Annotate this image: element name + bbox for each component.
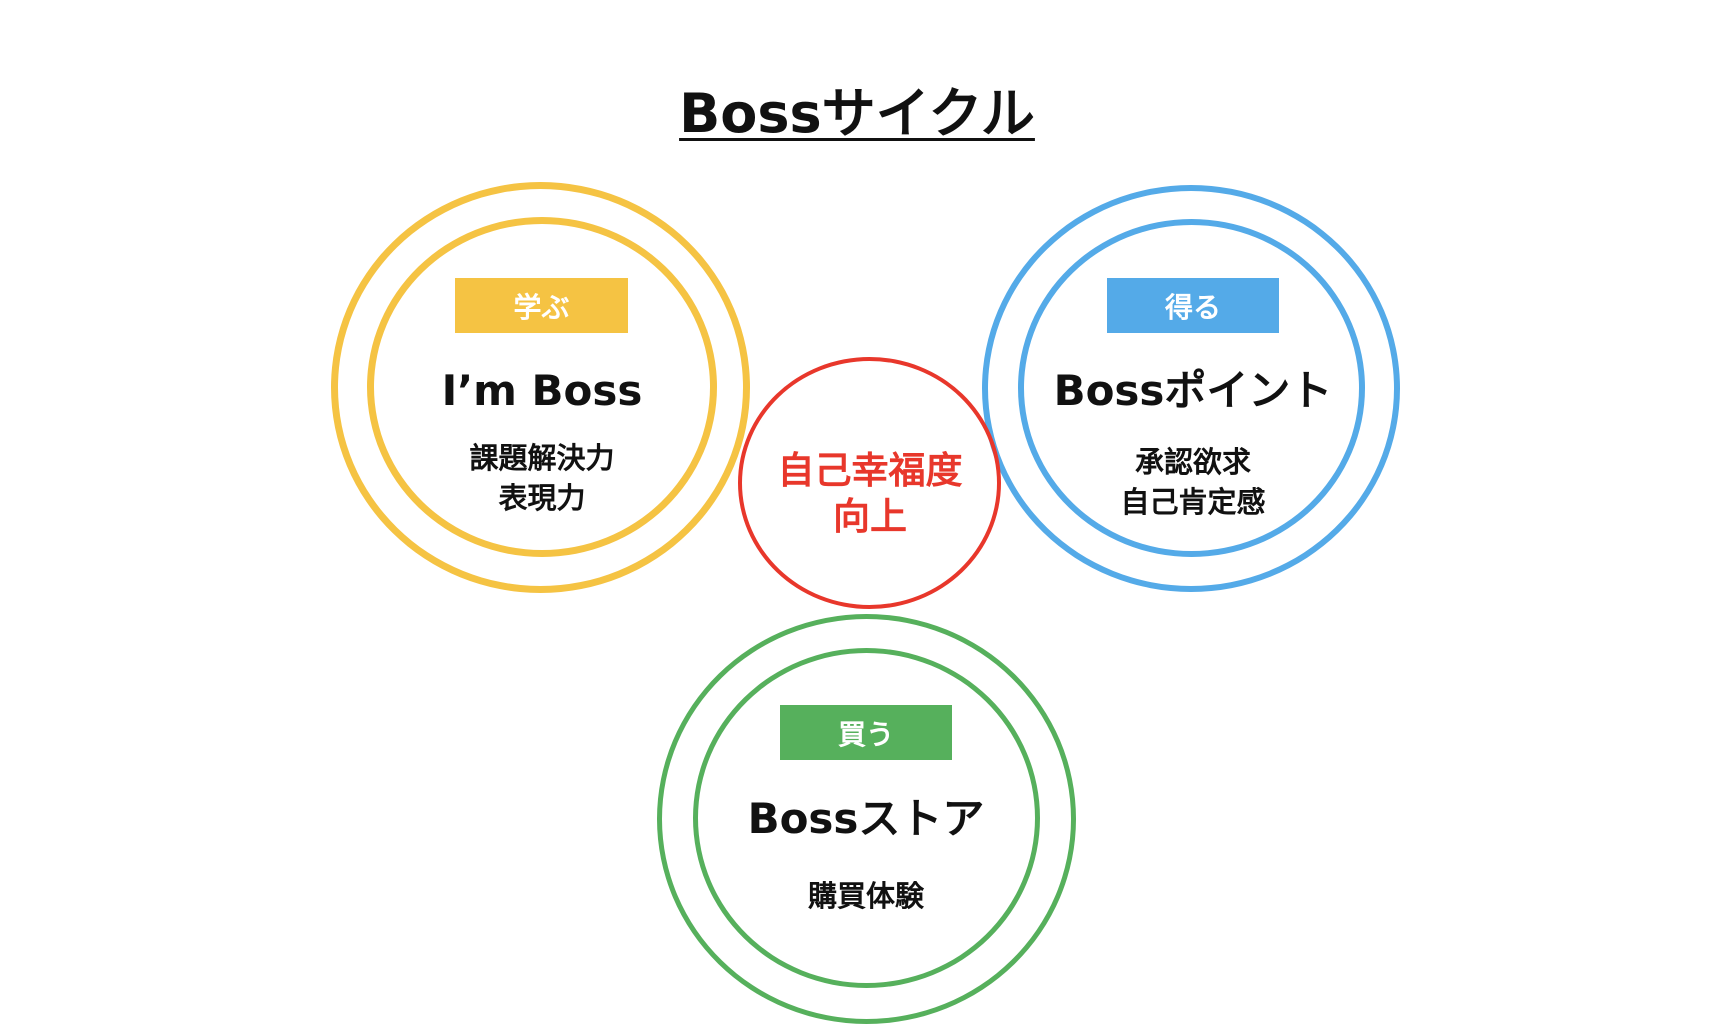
learn-description: 課題解決力 表現力 [362,438,722,518]
page-title: Bossサイクル [0,84,1714,143]
buy-heading: Bossストア [747,794,985,843]
learn-tag-label: 学ぶ [513,290,570,324]
buy-inner-ring [693,648,1040,988]
learn-tag: 学ぶ [455,278,628,333]
earn-heading: Bossポイント [1053,366,1333,415]
earn-description-line: 自己肯定感 [1120,485,1266,519]
earn-outer-ring [982,185,1400,592]
learn-outer-ring [331,182,750,593]
center-text-line: 自己幸福度 [777,449,963,492]
page-title-text: Bossサイクル [679,82,1035,145]
earn-inner-ring [1018,219,1365,557]
buy-description: 購買体験 [686,876,1046,916]
center-ring [738,357,1001,609]
earn-description: 承認欲求 自己肯定感 [1013,442,1373,522]
buy-tag-label: 買う [837,717,894,751]
earn-tag-label: 得る [1164,290,1221,324]
earn-tag: 得る [1107,278,1279,333]
learn-inner-ring [367,217,717,557]
buy-tag: 買う [780,705,952,760]
buy-description-line: 購買体験 [807,879,924,913]
buy-outer-ring [657,614,1076,1024]
learn-description-line: 課題解決力 [469,441,615,475]
center-text-line: 向上 [833,495,907,538]
earn-description-line: 承認欲求 [1134,445,1251,479]
learn-heading: I’m Boss [441,366,643,415]
learn-description-line: 表現力 [498,481,586,515]
center-text: 自己幸福度 向上 [741,448,999,540]
